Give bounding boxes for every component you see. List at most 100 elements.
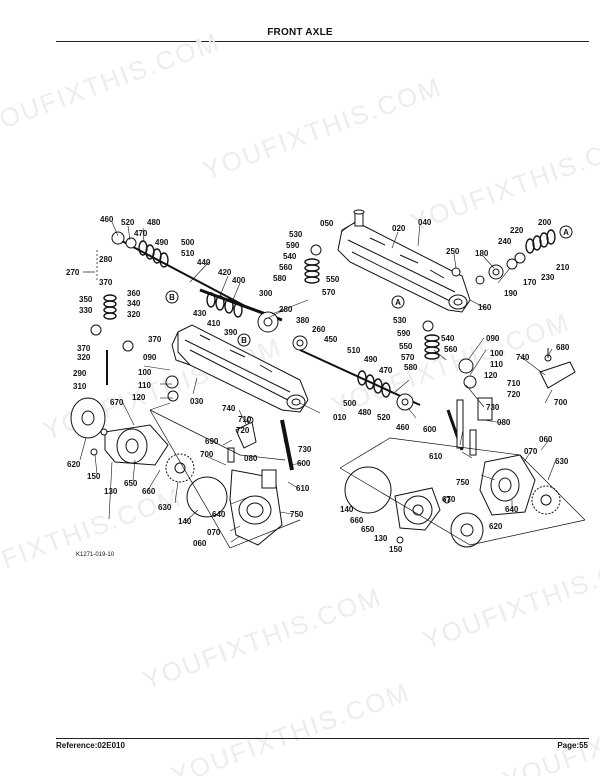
part-number-label: 440 xyxy=(197,258,211,267)
part-number-label: 310 xyxy=(73,382,87,391)
part-number-label: 560 xyxy=(444,345,458,354)
part-number-label: 570 xyxy=(322,288,336,297)
part-number-label: 150 xyxy=(389,545,403,554)
watermark-text: YOUFIXTHIS.COM xyxy=(0,27,224,141)
part-number-label: 350 xyxy=(79,295,93,304)
part-number-label: 060 xyxy=(539,435,553,444)
part-number-label: 510 xyxy=(347,346,361,355)
part-number-label: 560 xyxy=(279,263,293,272)
part-number-label: 070 xyxy=(207,528,221,537)
part-number-label: 630 xyxy=(555,457,569,466)
part-number-label: 490 xyxy=(155,238,169,247)
part-number-label: 140 xyxy=(340,505,354,514)
axle-housing-right xyxy=(337,209,471,313)
part-number-label: 480 xyxy=(147,218,161,227)
part-number-label: 540 xyxy=(283,252,297,261)
part-number-label: 670 xyxy=(442,495,456,504)
part-number-label: 270 xyxy=(66,268,80,277)
part-number-label: 650 xyxy=(361,525,375,534)
part-number-label: 550 xyxy=(399,342,413,351)
part-number-label: 070 xyxy=(524,447,538,456)
part-number-label: 110 xyxy=(138,381,151,390)
gears-bearings xyxy=(90,231,526,411)
watermark-text: YOUFIXTHIS.COM xyxy=(139,581,386,695)
watermark-text: YOUFIXTHIS.COM xyxy=(0,481,186,595)
part-number-label: 240 xyxy=(498,237,512,246)
part-number-label: 120 xyxy=(132,393,146,402)
callout-label-a: A xyxy=(395,298,401,307)
part-number-label: 720 xyxy=(236,426,250,435)
part-number-label: 470 xyxy=(379,366,393,375)
part-number-label: 470 xyxy=(134,229,148,238)
part-number-label: 500 xyxy=(181,238,195,247)
part-number-label: 530 xyxy=(393,316,407,325)
part-number-label: 120 xyxy=(484,371,498,380)
part-number-label: 280 xyxy=(99,255,113,264)
part-number-label: 080 xyxy=(244,454,258,463)
assembly-outlines xyxy=(149,409,586,549)
header-divider xyxy=(56,41,589,42)
part-number-label: 390 xyxy=(224,328,238,337)
part-number-label: 100 xyxy=(138,368,152,377)
leader-lines xyxy=(79,221,556,543)
part-number-label: 170 xyxy=(523,278,537,287)
part-number-label: 520 xyxy=(121,218,135,227)
part-number-label: 580 xyxy=(273,274,287,283)
part-number-label: 750 xyxy=(290,510,304,519)
part-number-label: 690 xyxy=(205,437,219,446)
watermark-text: YOUFIXTHIS.COM xyxy=(199,71,446,185)
part-number-label: 600 xyxy=(423,425,437,434)
callout-label-b: B xyxy=(241,336,247,345)
footer-divider xyxy=(56,738,589,739)
part-number-label: 640 xyxy=(505,505,519,514)
part-number-label: 010 xyxy=(333,413,347,422)
watermark-text: YOUFIXTHIS.COM xyxy=(407,123,600,237)
part-number-label: 340 xyxy=(127,299,141,308)
part-number-label: 650 xyxy=(124,479,138,488)
part-number-label: 100 xyxy=(490,349,504,358)
part-number-label: 370 xyxy=(77,344,91,353)
part-number-label: 600 xyxy=(297,459,311,468)
final-drive-left xyxy=(70,397,283,546)
part-number-label: 710 xyxy=(507,379,521,388)
part-number-label: 460 xyxy=(100,215,114,224)
part-number-label: 080 xyxy=(497,418,511,427)
part-number-label: 450 xyxy=(324,335,338,344)
part-labels: 460 520 480 470 490 500 510 280 270 370 … xyxy=(66,215,570,554)
part-number-label: 640 xyxy=(212,510,226,519)
part-number-label: 130 xyxy=(374,534,388,543)
part-number-label: 090 xyxy=(143,353,157,362)
callout-label-b: B xyxy=(169,293,175,302)
part-number-label: 160 xyxy=(478,303,492,312)
part-number-label: 430 xyxy=(193,309,207,318)
part-number-label: 590 xyxy=(286,241,300,250)
part-number-label: 510 xyxy=(181,249,195,258)
part-number-label: 180 xyxy=(475,249,489,258)
part-number-label: 730 xyxy=(298,445,312,454)
part-number-label: 540 xyxy=(441,334,455,343)
watermark-text: YOUFIXTHIS.COM xyxy=(167,677,414,776)
part-number-label: 720 xyxy=(507,390,521,399)
watermark-text: YOUFIXTHIS.COM xyxy=(499,681,600,776)
callout-markers: A A B B xyxy=(165,225,573,347)
callout-label-a: A xyxy=(563,228,569,237)
figure-code: K1271-019-10 xyxy=(76,552,115,558)
part-number-label: 730 xyxy=(486,403,500,412)
part-number-label: 020 xyxy=(392,224,406,233)
part-number-label: 460 xyxy=(396,423,410,432)
part-number-label: 030 xyxy=(190,397,204,406)
part-number-label: 330 xyxy=(79,306,93,315)
part-number-label: 620 xyxy=(67,460,81,469)
part-number-label: 590 xyxy=(397,329,411,338)
axle-housing-center xyxy=(171,324,309,413)
callout-circle-b xyxy=(165,290,179,304)
part-number-label: 630 xyxy=(158,503,172,512)
part-number-label: 250 xyxy=(446,247,460,256)
part-number-label: 500 xyxy=(343,399,357,408)
part-number-label: 300 xyxy=(259,289,273,298)
part-number-label: 260 xyxy=(312,325,326,334)
reference-bracket xyxy=(83,250,98,282)
part-number-label: 610 xyxy=(429,452,443,461)
part-number-label: 200 xyxy=(538,218,552,227)
